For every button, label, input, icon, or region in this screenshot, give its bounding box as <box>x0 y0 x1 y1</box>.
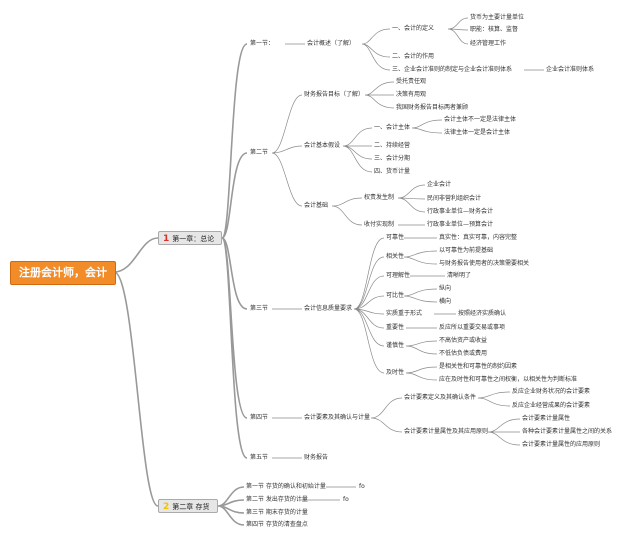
sec1-role-node[interactable]: 二、会计的作用 <box>392 53 435 60</box>
connector-sec2 <box>271 81 443 226</box>
leaf-currency-unit[interactable]: 货币为主要计量单位 <box>470 14 525 21</box>
connector-sec3 <box>272 237 456 381</box>
sec1-standards-node[interactable]: 三、企业会计准则的制定与企业会计准则体系 <box>392 66 513 73</box>
sec2-accounting-basis-node[interactable]: 会计基础 <box>304 202 329 209</box>
leaf-economic-substance[interactable]: 按照经济实质确认 <box>458 310 507 317</box>
quality-comparability[interactable]: 可比性 <box>386 292 405 299</box>
leaf-vertical[interactable]: 纵向 <box>439 285 452 292</box>
root-topic[interactable]: 注册会计师，会计 <box>10 261 116 285</box>
quality-reliability[interactable]: 可靠性 <box>386 234 405 241</box>
quality-prudence[interactable]: 谨慎性 <box>386 342 405 349</box>
leaf-no-overstate-assets[interactable]: 不高估资产或收益 <box>439 337 488 344</box>
sec3-node[interactable]: 第三节 <box>250 305 269 312</box>
leaf-legal-is-entity[interactable]: 法律主体一定是会计主体 <box>444 129 511 136</box>
ch2-sec3-node[interactable]: 第三节 期末存货的计量 <box>246 509 308 516</box>
connector-root-ch1 <box>113 237 159 273</box>
chapter-2-label: 第二章 存货 <box>172 503 210 511</box>
sec4-node[interactable]: 第四节 <box>250 414 269 421</box>
leaf-attribute-relations[interactable]: 各种会计要素计量属性之间的关系 <box>522 428 613 435</box>
leaf-economic-management[interactable]: 经济管理工作 <box>470 40 507 47</box>
elements-measurement-node[interactable]: 会计要素计量属性及其应用原则 <box>404 428 489 435</box>
sec5-node[interactable]: 第五节 <box>250 454 269 461</box>
ch2-sec1-node[interactable]: 第一节 存货的确认和初始计量 <box>246 483 326 490</box>
sec2-node[interactable]: 第二节 <box>250 149 269 156</box>
quality-materiality[interactable]: 重要性 <box>386 324 405 331</box>
ch2-sec4-node[interactable]: 第四节 存货的清查盘点 <box>246 521 308 528</box>
sec1-definition-node[interactable]: 一、会计的定义 <box>392 25 435 32</box>
assumption-going-concern[interactable]: 二、持续经营 <box>374 142 411 149</box>
leaf-reliability-detail[interactable]: 真实性：真实可靠，内容完整 <box>439 234 518 241</box>
leaf-horizontal[interactable]: 横向 <box>439 298 452 305</box>
connector-ch1-sections <box>221 43 248 459</box>
leaf-no-understate-liabilities[interactable]: 不低估负债或费用 <box>439 350 488 357</box>
leaf-timeliness-constraint[interactable]: 是相关性和可靠性的制约因素 <box>439 363 518 370</box>
quality-understandability[interactable]: 可理解性 <box>386 272 411 279</box>
ch2-sec2-node[interactable]: 第二节 发出存货的计量 <box>246 496 308 503</box>
sec5-financial-report-node[interactable]: 财务报告 <box>304 454 329 461</box>
sec1-node[interactable]: 第一节： <box>250 40 275 47</box>
leaf-enterprise-accounting[interactable]: 企业会计 <box>427 181 452 188</box>
leaf-stewardship-view[interactable]: 受托责任观 <box>396 78 427 85</box>
chapter-1-label: 第一章：总论 <box>172 235 215 243</box>
basis-accrual-node[interactable]: 权责发生制 <box>364 194 395 201</box>
sec4-elements-node[interactable]: 会计要素及其确认与计量 <box>304 414 371 421</box>
connector-sec1 <box>285 17 544 71</box>
quality-relevance[interactable]: 相关性 <box>386 253 405 260</box>
sec2-report-objective-node[interactable]: 财务报告目标（了解） <box>304 91 365 98</box>
leaf-financial-position-elements[interactable]: 反应企业财务状况的会计要素 <box>512 388 591 395</box>
leaf-entity-not-legal[interactable]: 会计主体不一定是法律主体 <box>444 116 517 123</box>
sec1-overview-node[interactable]: 会计概述（了解） <box>307 40 356 47</box>
assumption-periods[interactable]: 三、会计分期 <box>374 155 411 162</box>
leaf-standards-system[interactable]: 企业会计准则体系 <box>546 66 595 73</box>
sec3-quality-requirements-node[interactable]: 会计信息质量要求 <box>304 305 353 312</box>
connector-sec4 <box>272 391 521 446</box>
leaf-timeliness-tradeoff[interactable]: 应在及时性和可靠性之间权衡，以相关性为判断标准 <box>439 376 578 383</box>
leaf-decision-useful-view[interactable]: 决策有用观 <box>396 91 427 98</box>
quality-substance-over-form[interactable]: 实质重于形式 <box>386 310 423 317</box>
chapter-2-number: 2 <box>163 502 170 512</box>
chapter-1-number: 1 <box>163 234 170 244</box>
leaf-relevance-premise[interactable]: 以可靠性为前提基础 <box>439 247 494 254</box>
leaf-measurement-attributes[interactable]: 会计要素计量属性 <box>522 415 571 422</box>
ch2-sec1-note: fo <box>359 483 365 490</box>
connector-ch2-notes <box>300 486 356 501</box>
quality-timeliness[interactable]: 及时性 <box>386 369 405 376</box>
leaf-material-items[interactable]: 反应所以重要交易或事项 <box>439 324 506 331</box>
sec2-basic-assumptions-node[interactable]: 会计基本假设 <box>304 142 341 149</box>
basis-cash-node[interactable]: 收付实现制 <box>364 221 395 228</box>
leaf-attribute-principles[interactable]: 会计要素计量属性的应用原则 <box>522 441 601 448</box>
leaf-gov-financial-accounting[interactable]: 行政事业单位—财务会计 <box>427 208 494 215</box>
leaf-nonprofit-accounting[interactable]: 民间非营利组织会计 <box>427 195 482 202</box>
assumption-entity-node[interactable]: 一、会计主体 <box>374 124 411 131</box>
connector-ch2-sections <box>217 486 245 526</box>
leaf-functions[interactable]: 职能：核算、监督 <box>470 26 519 33</box>
leaf-clear[interactable]: 清晰明了 <box>447 272 472 279</box>
ch2-sec2-note: fo <box>343 496 349 503</box>
leaf-relevance-decision[interactable]: 与财务报告使用者的决策需要相关 <box>439 260 530 267</box>
assumption-monetary[interactable]: 四、货币计量 <box>374 168 411 175</box>
leaf-both-views[interactable]: 我国财务报告目标两者兼顾 <box>396 104 469 111</box>
elements-definition-node[interactable]: 会计要素定义及其确认条件 <box>404 394 477 401</box>
leaf-gov-budget-accounting[interactable]: 行政事业单位—预算会计 <box>427 221 494 228</box>
leaf-operating-results-elements[interactable]: 反应企业经营成果的会计要素 <box>512 402 591 409</box>
connector-root-ch2 <box>113 271 159 507</box>
